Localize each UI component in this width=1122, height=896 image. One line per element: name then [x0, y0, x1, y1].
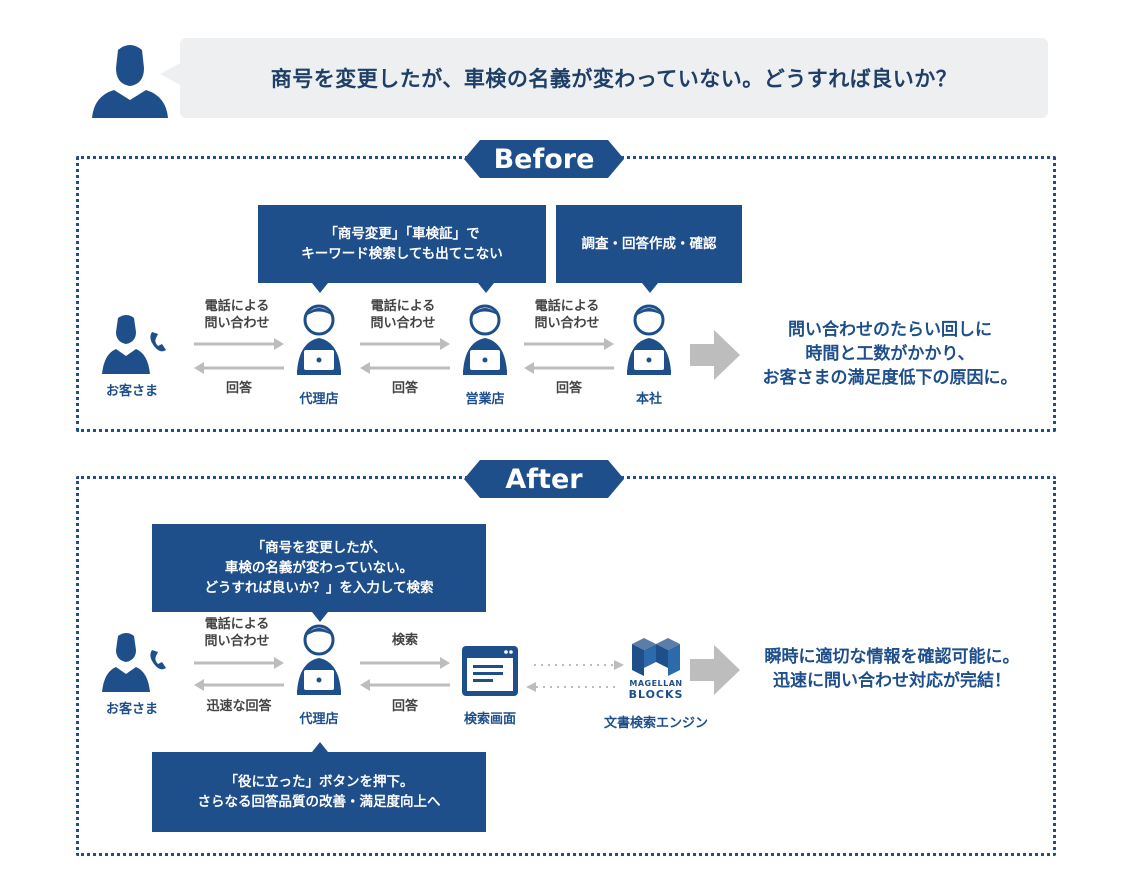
- arrow-right-1: [194, 336, 284, 355]
- fast-answer-label: 迅速な回答: [206, 699, 272, 714]
- arrow-left-after-2: [360, 677, 450, 696]
- question-bubble-tail: [160, 62, 182, 86]
- customer-phone-icon: [102, 312, 174, 374]
- arrow-left-1: [194, 360, 284, 379]
- phone-inquiry-label-after: 電話による 問い合わせ: [204, 617, 270, 649]
- answer-label-2: 回答: [391, 381, 418, 396]
- arrow-right-after-1: [194, 655, 284, 674]
- hq-label: 本社: [635, 392, 662, 407]
- phone-inquiry-label-1: 電話による 問い合わせ: [204, 299, 270, 331]
- question-bubble: [180, 38, 1048, 118]
- before-result-text: 問い合わせのたらい回しに 時間と工数がかかり、 お客さまの満足度低下の原因に。: [762, 320, 1018, 388]
- note-keyword-search: 「商号変更」「車検証」で キーワード検索しても出てこない: [258, 205, 546, 283]
- search-screen-icon: [462, 646, 518, 696]
- note-pointer-sales: [478, 283, 494, 293]
- search-label: 検索: [391, 633, 418, 648]
- agency-staff-icon-after: [294, 622, 344, 702]
- arrow-right-2: [360, 336, 450, 355]
- user-avatar-icon: [90, 40, 170, 120]
- agency-label: 代理店: [299, 392, 339, 407]
- note-investigate: 調査・回答作成・確認: [556, 205, 742, 283]
- after-banner: After: [464, 460, 624, 498]
- note-query: 「商号を変更したが、 車検の名義が変わっていない。 どうすれば良いか？」を入力し…: [152, 524, 486, 612]
- agency-staff-icon: [294, 302, 344, 382]
- phone-inquiry-label-3: 電話による 問い合わせ: [534, 299, 600, 331]
- note-feedback-pointer: [312, 742, 328, 752]
- result-arrow-before: [690, 330, 740, 384]
- arrow-left-2: [360, 360, 450, 379]
- hq-staff-icon: [624, 302, 674, 382]
- note-pointer-hq: [642, 283, 658, 293]
- before-banner-label: Before: [493, 143, 595, 175]
- arrow-left-3: [524, 360, 614, 379]
- engine-logo-text-2: BLOCKS: [628, 688, 684, 701]
- result-arrow-after: [690, 645, 740, 699]
- answer-label-1: 回答: [225, 381, 252, 396]
- customer-label: お客さま: [105, 384, 158, 399]
- sales-office-label: 営業店: [465, 392, 505, 407]
- phone-inquiry-label-2: 電話による 問い合わせ: [370, 299, 436, 331]
- dotted-arrow-left: [526, 678, 616, 697]
- after-result-text: 瞬時に適切な情報を確認可能に。 迅速に問い合わせ対応が完結！: [764, 647, 1020, 691]
- search-screen-label: 検索画面: [463, 712, 516, 727]
- arrow-right-3: [524, 336, 614, 355]
- note-feedback: 「役に立った」ボタンを押下。 さらなる回答品質の改善・満足度向上へ: [152, 752, 486, 832]
- note-query-pointer: [312, 612, 328, 622]
- customer-label-after: お客さま: [105, 702, 158, 717]
- engine-label: 文書検索エンジン: [603, 716, 708, 731]
- customer-phone-icon-after: [102, 630, 174, 692]
- magellan-blocks-logo-icon: [630, 638, 682, 678]
- answer-label-3: 回答: [555, 381, 582, 396]
- arrow-right-after-2: [360, 655, 450, 674]
- note-pointer-agency: [312, 283, 328, 293]
- question-text: 商号を変更したが、車検の名義が変わっていない。どうすれば良いか？: [270, 67, 958, 91]
- after-banner-label: After: [505, 463, 583, 495]
- dotted-arrow-right: [534, 656, 624, 675]
- before-banner: Before: [464, 140, 624, 178]
- agency-label-after: 代理店: [299, 712, 339, 727]
- sales-staff-icon: [460, 302, 510, 382]
- answer-label-after: 回答: [391, 699, 418, 714]
- engine-logo-text-1: MAGELLAN: [629, 679, 683, 688]
- arrow-left-after-1: [194, 677, 284, 696]
